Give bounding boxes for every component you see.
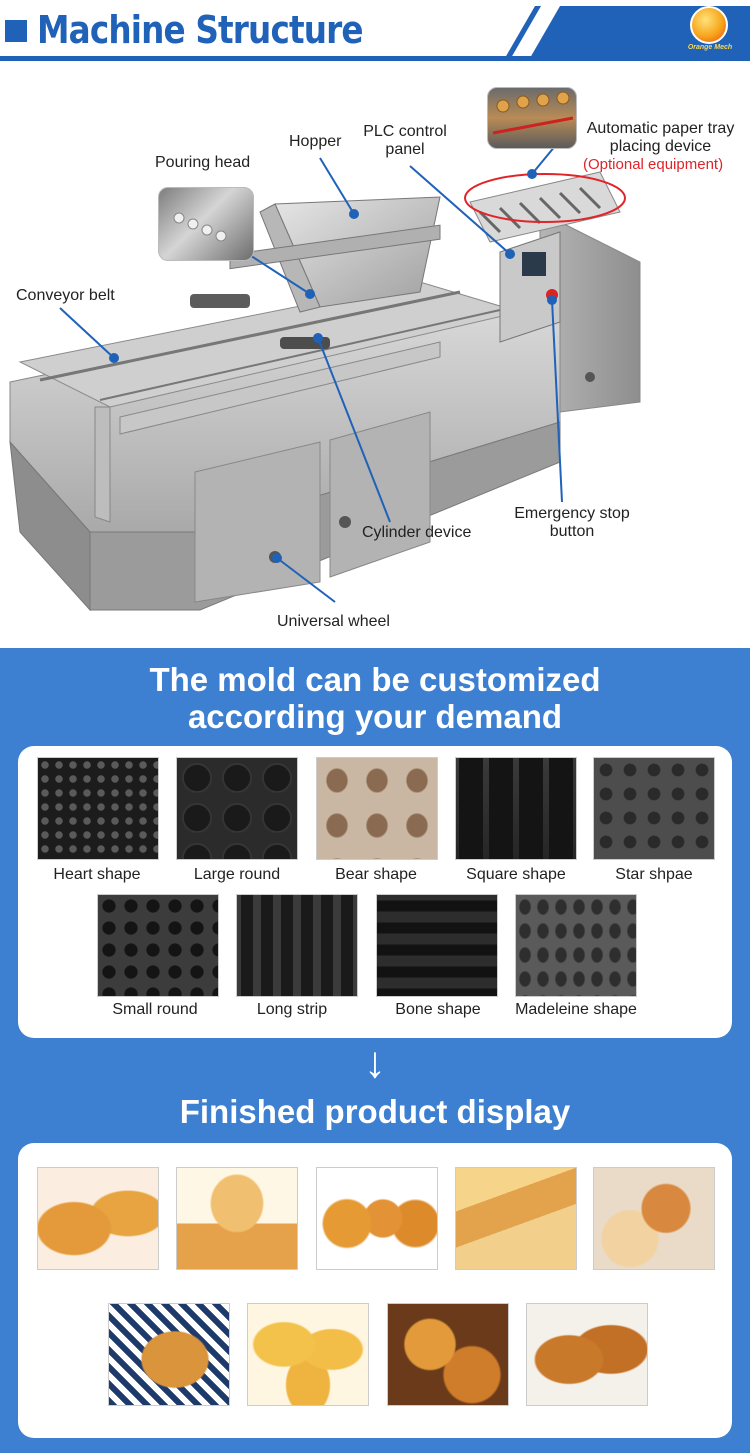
small-cake-image [387,1303,509,1406]
mold-label-large-round: Large round [193,866,281,883]
mold-panel: Heart shape Large round Bear shape Squar… [18,746,732,1038]
star-mold-icon [593,757,715,860]
mold-title-line2: according your demand [187,698,563,735]
brand-logo: Orange Mech [684,6,734,54]
page-title: Machine Structure [37,8,364,52]
madeleine-image [526,1303,648,1406]
mold-label-small-round: Small round [112,1001,198,1018]
machine-illustration [9,133,641,612]
heart-mold-icon [37,757,159,860]
label-hopper: Hopper [289,133,342,150]
large-round-mold-icon [176,757,298,860]
label-cylinder-device: Cylinder device [362,524,472,541]
product-panel [18,1143,732,1438]
mold-label-bone: Bone shape [395,1001,481,1018]
nozzle-icon [173,212,227,242]
product-title: Finished product display [179,1093,571,1130]
label-conveyor-belt: Conveyor belt [16,287,115,304]
label-paper-tray: Automatic paper tray placing device [586,120,735,155]
bone-mold-icon [376,894,498,997]
long-strip-mold-icon [236,894,358,997]
brand-name: Orange Mech [687,44,733,51]
mold-title-line1: The mold can be customized [149,661,601,698]
mold-label-heart: Heart shape [53,866,141,883]
label-emergency-stop: Emergency stop button [514,505,630,540]
heart-cake-image [37,1167,159,1270]
mold-label-bear: Bear shape [335,866,417,883]
section-header: Machine Structure Orange Mech [0,0,750,62]
paper-tray-closeup [487,87,577,149]
cupcake-image [176,1167,298,1270]
mold-label-square: Square shape [466,866,566,883]
square-cake-image [455,1167,577,1270]
mold-label-madeleine: Madeleine shape [515,1001,637,1018]
bear-cake-image [316,1167,438,1270]
paper-cup-icon [492,91,574,135]
mold-and-product-section: The mold can be customized according you… [0,648,750,1453]
header-bullet [5,20,27,42]
square-mold-icon [455,757,577,860]
mold-label-star: Star shpae [615,866,693,883]
star-cake-image [593,1167,715,1270]
logo-icon [690,6,728,44]
label-universal-wheel: Universal wheel [277,613,390,630]
mold-label-long-strip: Long strip [256,1001,328,1018]
cupcake-tray-image [247,1303,369,1406]
madeleine-mold-icon [515,894,637,997]
round-cake-image [108,1303,230,1406]
label-optional: (Optional equipment) [583,156,724,173]
label-pouring-head: Pouring head [155,154,251,171]
header-underline [0,56,750,61]
label-plc-panel: PLC control panel [363,123,447,158]
small-round-mold-icon [97,894,219,997]
down-arrow-icon: ↓ [364,1038,386,1087]
machine-diagram: Pouring head Hopper PLC control panel Au… [0,62,750,648]
pouring-head-closeup [158,187,254,261]
bear-mold-icon [316,757,438,860]
